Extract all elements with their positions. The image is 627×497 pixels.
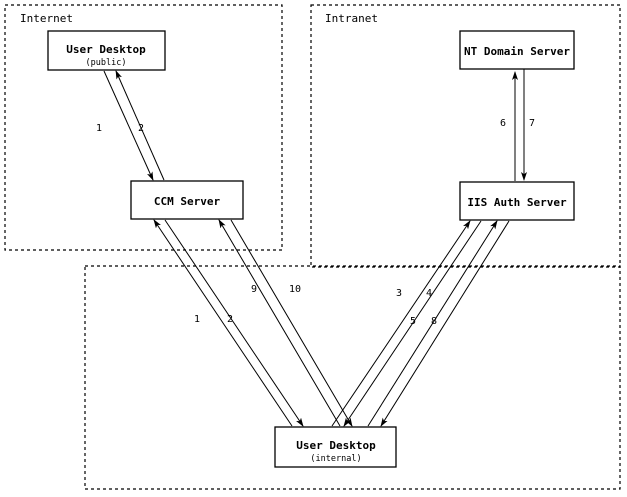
node-subtitle-user-desktop-public: (public) [86,58,127,68]
zone-label-intranet: Intranet [325,12,378,25]
flow-line-4-iis-to-internal [343,220,482,427]
flow-line-10-ccm-to-internal [230,219,353,427]
node-title-nt-domain-server: NT Domain Server [464,45,570,58]
zone-border-internet [4,4,283,251]
flow-line-9-internal-to-ccm [218,219,341,427]
zone-border-intranet [310,4,621,268]
node-user-desktop-public[interactable]: User Desktop (public) [47,30,166,71]
step-label-10: 10 [289,284,301,295]
node-title-user-desktop-internal: User Desktop [296,439,376,452]
step-label-2-top: 2 [138,123,144,134]
step-label-2-bottom: 2 [227,314,233,325]
node-title-iis-auth-server: IIS Auth Server [467,196,567,209]
node-title-user-desktop-public: User Desktop [66,43,146,56]
flow-line-1-public-to-ccm [103,70,154,181]
node-title-ccm-server: CCM Server [154,195,221,208]
node-ccm-server[interactable]: CCM Server [130,180,244,220]
step-label-9: 9 [251,284,257,295]
step-label-1-top: 1 [96,123,102,134]
node-nt-domain-server[interactable]: NT Domain Server [459,30,575,70]
flow-line-1-internal-to-ccm [153,219,293,427]
step-label-5: 5 [410,316,416,327]
step-label-1-bottom: 1 [194,314,200,325]
zone-label-internet: Internet [20,12,73,25]
step-label-4: 4 [426,288,432,299]
flow-line-3-internal-to-iis [331,220,471,427]
zone-border-internal [84,265,621,490]
flow-line-2-ccm-to-public [115,70,165,181]
node-iis-auth-server[interactable]: IIS Auth Server [459,181,575,221]
step-label-6: 6 [500,118,506,129]
node-user-desktop-internal[interactable]: User Desktop (internal) [274,426,397,468]
step-label-7: 7 [529,118,535,129]
node-subtitle-user-desktop-internal: (internal) [310,454,361,464]
flow-line-2-ccm-to-internal [164,219,304,427]
flow-line-8-iis-to-internal [380,220,510,427]
step-label-8: 8 [431,316,437,327]
step-label-3: 3 [396,288,402,299]
flow-line-5-internal-to-iis [367,220,498,427]
